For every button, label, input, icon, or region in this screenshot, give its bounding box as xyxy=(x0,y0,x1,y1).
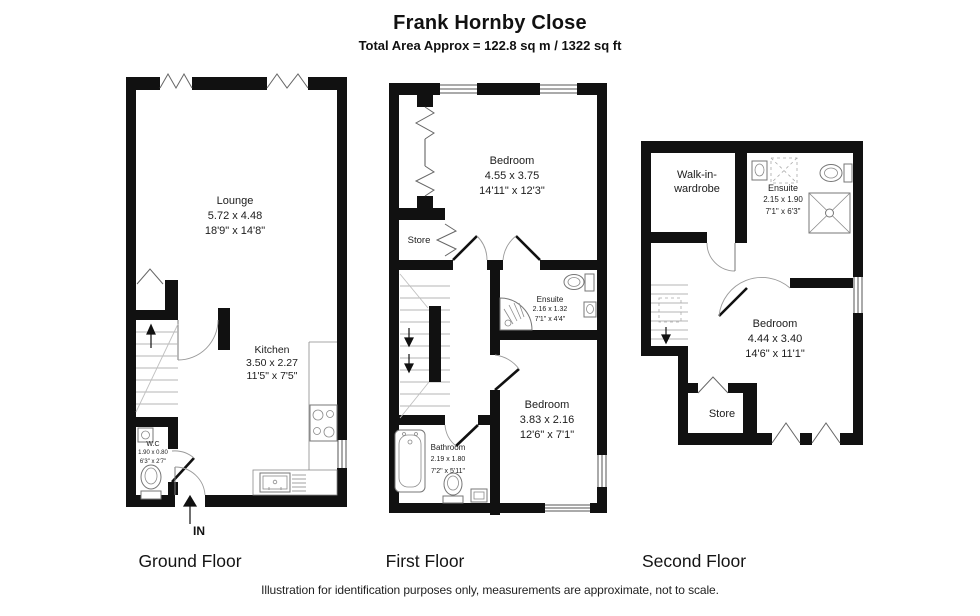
bathroom-basin-icon xyxy=(470,488,488,503)
ensuite-basin-icon xyxy=(583,301,597,318)
room-imperial: 7'2" x 5'11" xyxy=(431,468,465,475)
bedroom-window-icon xyxy=(440,83,577,95)
wc-toilet-icon xyxy=(140,464,162,500)
entrance-label: IN xyxy=(193,524,205,538)
room-name-line2: wardrobe xyxy=(674,183,720,195)
ensuite-label: Ensuite 2.16 x 1.32 7'1" x 4'4" xyxy=(505,295,595,325)
wc-basin-icon xyxy=(137,427,154,443)
ensuite-door-icon xyxy=(502,235,541,261)
room-name: Store xyxy=(407,235,431,246)
bathroom-label: Bathroom 2.19 x 1.80 7'2" x 5'11" xyxy=(403,442,493,478)
store-label: Store xyxy=(389,235,449,246)
room-metric: 3.50 x 2.27 xyxy=(246,357,298,369)
wardrobe-door-icon xyxy=(706,232,736,272)
room-metric: 4.44 x 3.40 xyxy=(747,333,803,345)
room-name: Bedroom xyxy=(489,155,535,167)
bedroom2-label: Bedroom 3.83 x 2.16 12'6" x 7'1" xyxy=(487,398,607,443)
room-metric: 2.15 x 1.90 xyxy=(763,195,803,204)
disclaimer-text: Illustration for identification purposes… xyxy=(261,583,719,597)
bathroom-door-icon xyxy=(444,424,479,447)
ensuite-door-icon xyxy=(718,276,791,317)
room-metric: 4.55 x 3.75 xyxy=(484,170,540,182)
bedroom-door-icon xyxy=(452,235,488,261)
room-name: Store xyxy=(708,408,736,420)
room-name: Bedroom xyxy=(524,399,570,411)
bedroom-door-gap xyxy=(453,260,487,270)
room-imperial: 7'1" x 4'4" xyxy=(534,316,566,323)
first-floor-stairs xyxy=(399,273,450,419)
room-imperial: 12'6" x 7'1" xyxy=(519,429,575,441)
room-imperial: 18'9" x 14'8" xyxy=(204,225,266,237)
skylight-icon xyxy=(770,157,798,184)
room-imperial: 14'11" x 12'3" xyxy=(479,185,545,197)
second-floor-walls xyxy=(641,141,863,445)
bathroom-toilet-icon xyxy=(442,472,464,504)
opening-icon xyxy=(136,268,164,285)
room-metric: 3.83 x 2.16 xyxy=(519,414,575,426)
ground-floor-caption: Ground Floor xyxy=(138,551,242,571)
bathtub-icon xyxy=(394,429,426,493)
lounge-window-icon xyxy=(159,72,309,90)
store-opening-icon xyxy=(435,223,458,257)
ensuite-door-gap xyxy=(503,260,540,270)
bedroom1-label: Bedroom 4.55 x 3.75 14'11" x 12'3" xyxy=(452,154,572,199)
bedroom-label: Bedroom 4.44 x 3.40 14'6" x 11'1" xyxy=(715,317,835,362)
ensuite-toilet-icon xyxy=(563,273,595,292)
hob-icon xyxy=(309,404,338,442)
room-imperial: 14'6" x 11'1" xyxy=(745,348,805,360)
room-metric: 5.72 x 4.48 xyxy=(207,210,263,222)
room-imperial: 11'5" x 7'5" xyxy=(246,370,298,382)
wc-door-icon xyxy=(171,450,195,483)
second-floor-plan: Walk-in- wardrobe Ensuite 2.15 x 1.90 7'… xyxy=(635,135,875,465)
ensuite-basin-icon xyxy=(751,160,768,181)
room-name: Ensuite xyxy=(536,295,564,304)
shower-tray-icon xyxy=(808,192,851,234)
room-metric: 2.16 x 1.32 xyxy=(532,306,568,313)
bedroom2-door-icon xyxy=(494,354,520,391)
store-label: Store xyxy=(682,408,762,420)
kitchen-counter xyxy=(252,341,338,496)
first-floor-plan: Bedroom 4.55 x 3.75 14'11" x 12'3" Store… xyxy=(383,78,613,538)
second-floor-caption: Second Floor xyxy=(641,551,747,571)
first-floor-drawing xyxy=(389,83,607,515)
ensuite-label: Ensuite 2.15 x 1.90 7'1" x 6'3" xyxy=(737,182,829,218)
second-floor-stairs xyxy=(651,284,688,345)
room-imperial: 6'3" x 2'7" xyxy=(139,459,167,465)
ground-floor-plan: Lounge 5.72 x 4.48 18'9" x 14'8" Kitchen… xyxy=(120,72,350,550)
entrance-arrow-icon xyxy=(182,494,198,524)
room-imperial: 7'1" x 6'3" xyxy=(765,207,801,216)
room-name: Bathroom xyxy=(430,443,466,452)
second-floor-drawing xyxy=(641,141,863,445)
hall-door-icon xyxy=(177,319,219,361)
dormer-window-icon xyxy=(771,422,841,445)
first-floor-caption: First Floor xyxy=(385,551,465,571)
room-name: W.C xyxy=(146,441,160,448)
room-metric: 1.90 x 0.80 xyxy=(138,450,168,456)
page-title: Frank Hornby Close xyxy=(393,12,587,34)
room-metric: 2.19 x 1.80 xyxy=(430,456,466,463)
kitchen-window-icon xyxy=(337,440,347,468)
ground-floor-drawing xyxy=(126,72,347,524)
ground-floor-stairs xyxy=(135,323,179,413)
kitchen-label: Kitchen 3.50 x 2.27 11'5" x 7'5" xyxy=(212,344,332,383)
store-window-icon xyxy=(697,376,729,394)
room-name: Lounge xyxy=(216,195,254,207)
room-name: Kitchen xyxy=(254,344,290,356)
wardrobe-label: Walk-in- wardrobe xyxy=(644,168,750,196)
shower-icon xyxy=(499,297,533,331)
ground-floor-partitions xyxy=(126,280,230,495)
total-area-subtitle: Total Area Approx = 122.8 sq m / 1322 sq… xyxy=(358,38,622,53)
stair-void-opening-icon xyxy=(414,106,435,197)
bedroom2-window-icon xyxy=(545,455,607,513)
lounge-label: Lounge 5.72 x 4.48 18'9" x 14'8" xyxy=(175,194,295,239)
room-name: Ensuite xyxy=(767,183,799,193)
room-name-line1: Walk-in- xyxy=(677,169,717,181)
wc-label: W.C 1.90 x 0.80 6'3" x 2'7" xyxy=(125,440,181,467)
ensuite-toilet-icon xyxy=(819,163,853,183)
bedroom-window-icon xyxy=(853,277,863,313)
kitchen-sink-icon xyxy=(259,472,306,493)
room-name: Bedroom xyxy=(752,318,798,330)
